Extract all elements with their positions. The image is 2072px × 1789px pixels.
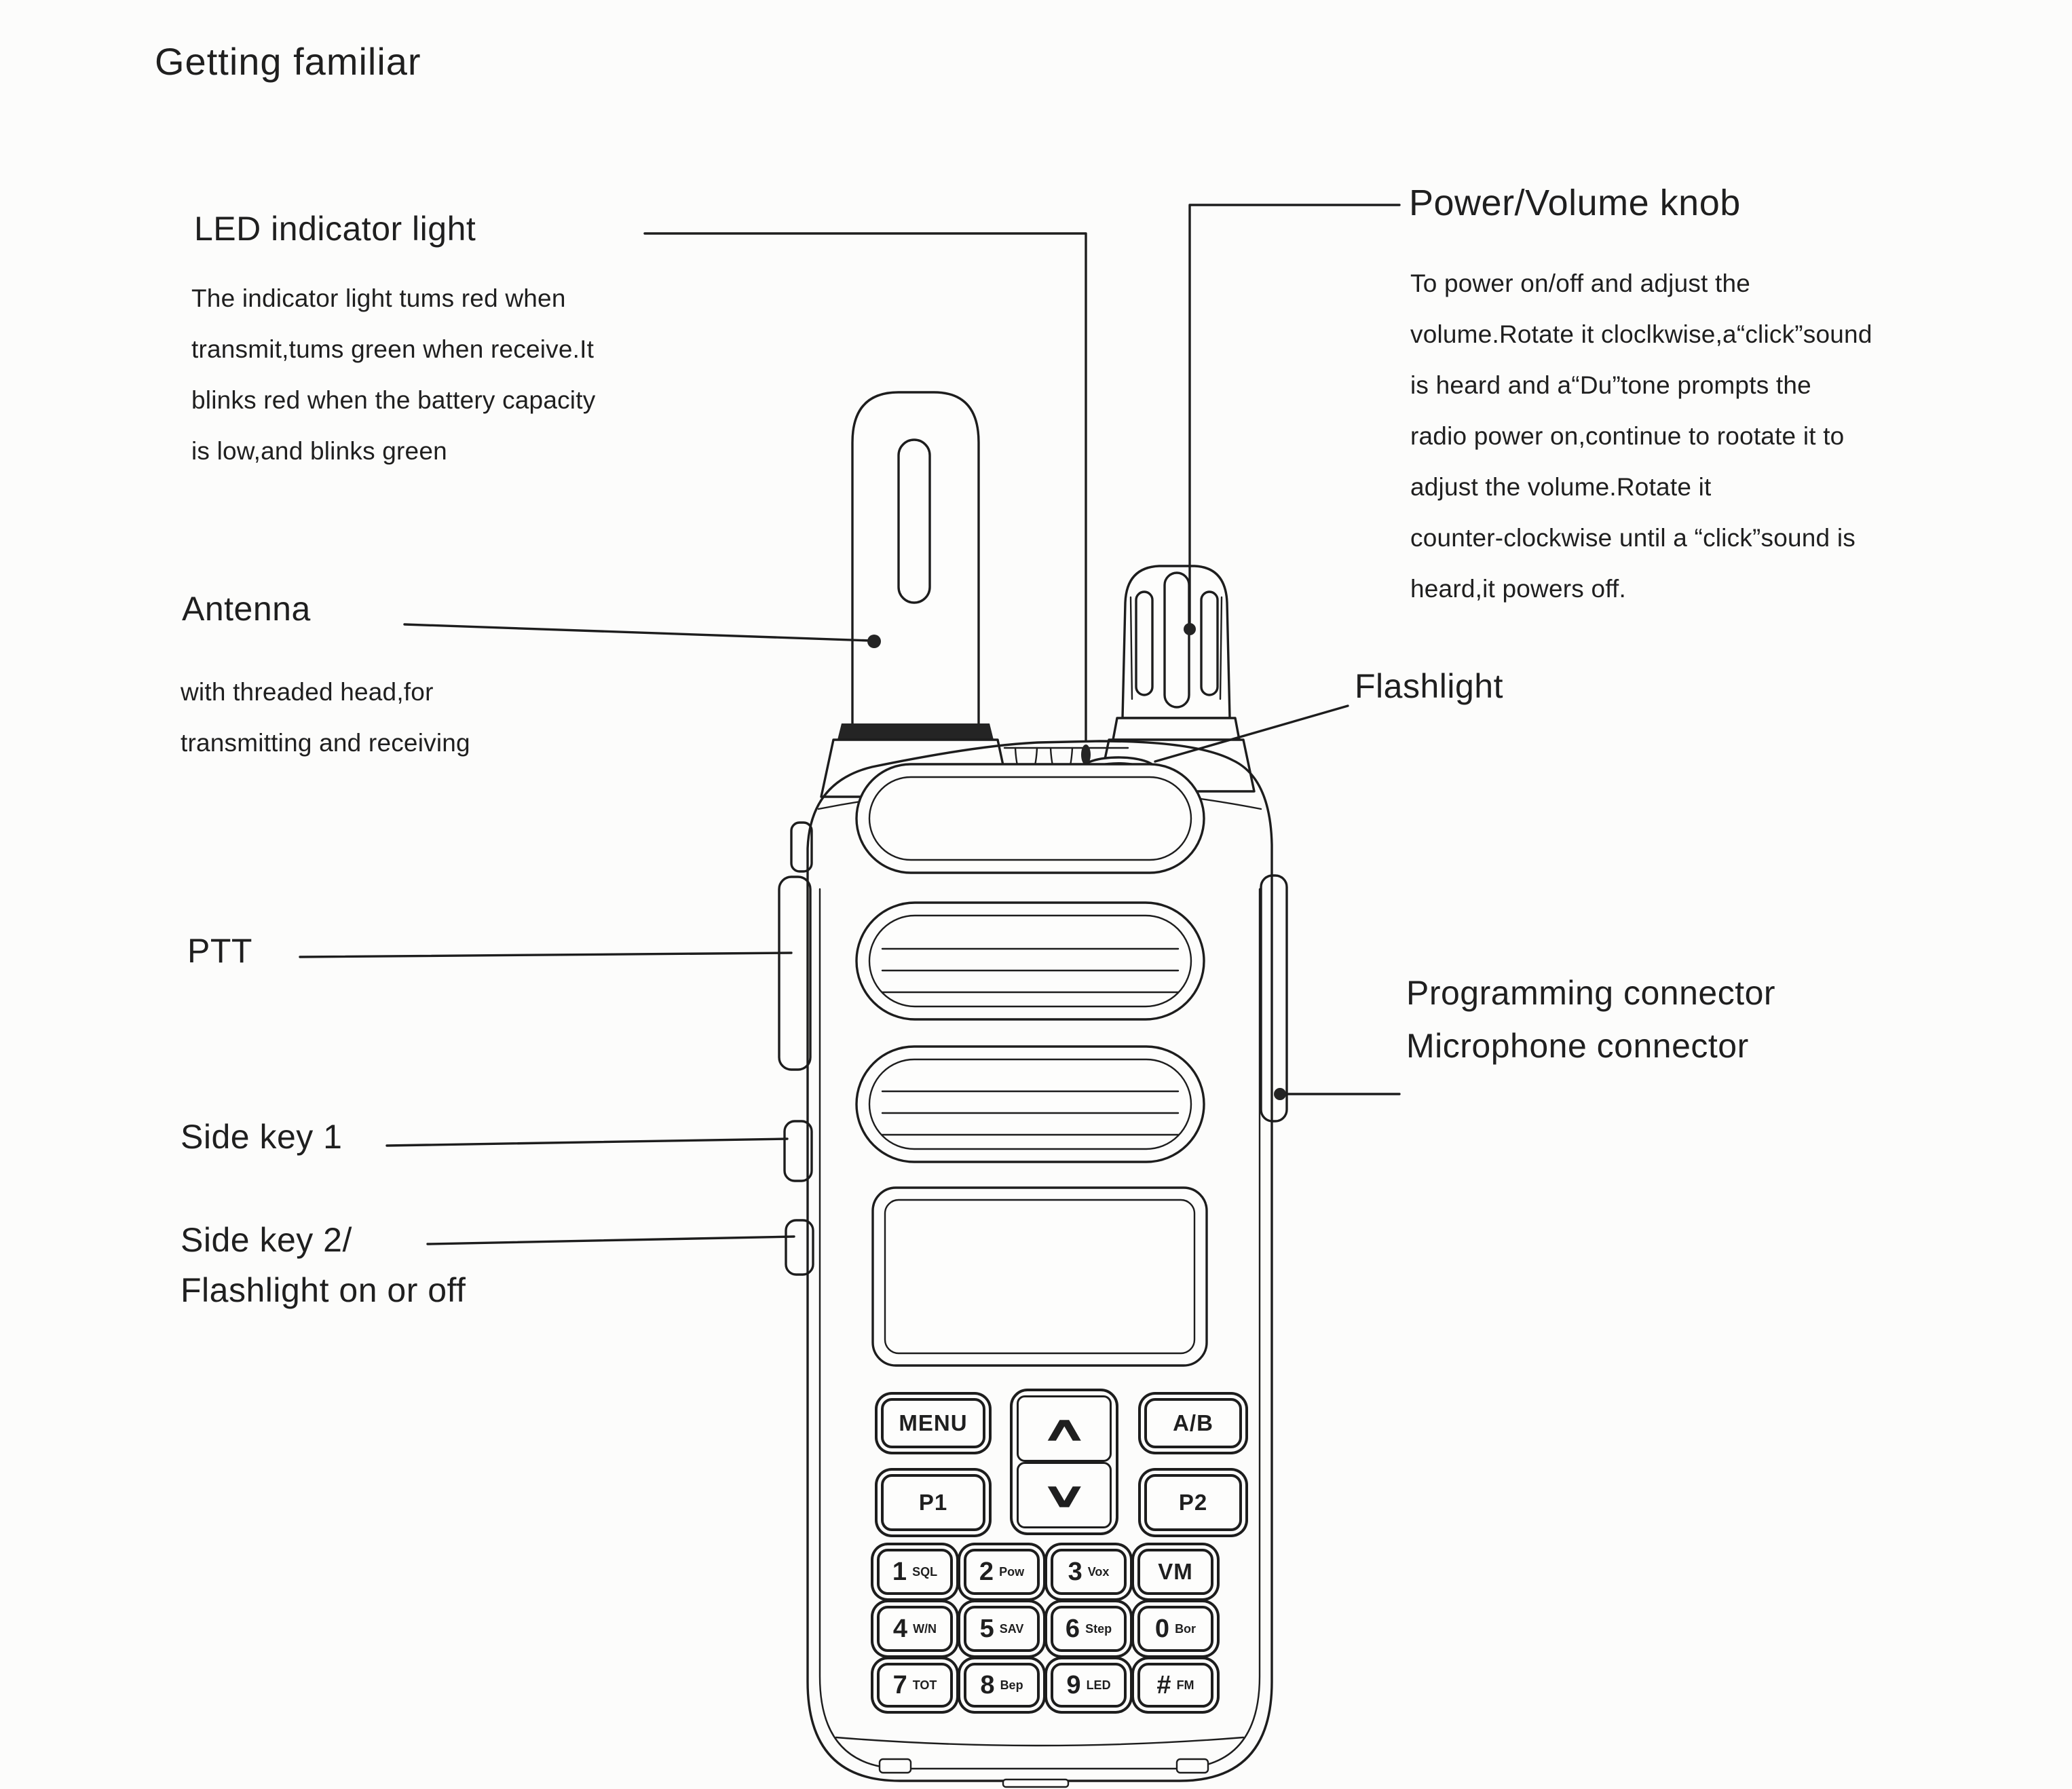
key-menu-label: MENU [899,1410,968,1435]
rocker-frame: ∧ ∨ [1010,1389,1118,1535]
power-leader-line [1188,204,1401,624]
key-vm: VM [1137,1549,1213,1595]
side-key-1-button [783,1120,813,1182]
antenna-leader-line [403,623,873,642]
side-key-1-leader-line [385,1137,789,1147]
power-knob-label: Power/Volume knob [1409,183,1741,223]
display-screen [871,1186,1208,1367]
flashlight-leader-line [1154,704,1349,763]
bottom-details [835,1736,1245,1788]
side-key-1-label: Side key 1 [181,1118,343,1156]
side-key-2-button [785,1219,814,1276]
antenna-description: with threaded head,for transmitting and … [181,678,470,757]
key-p1: P1 [881,1474,985,1531]
led-description: The indicator light tums red when transm… [191,284,596,465]
led-label: LED indicator light [194,210,476,248]
ptt-button [778,875,812,1071]
antenna-drawing [820,391,1011,798]
chevron-up-icon: ∧ [1040,1410,1088,1448]
key-ab-label: A/B [1173,1410,1213,1435]
leader-lines [299,204,1401,1245]
speaker-grille [855,763,1205,1163]
key-down: ∨ [1017,1462,1112,1528]
key-ab: A/B [1144,1398,1242,1448]
ptt-label: PTT [187,932,252,970]
key-menu: MENU [881,1398,985,1448]
side-buttons-drawing [778,821,814,1276]
power-knob-description: To power on/off and adjust the volume.Ro… [1410,269,1872,603]
connector-cover [1260,874,1288,1123]
flashlight-label: Flashlight [1355,667,1503,705]
led-leader-line [643,232,1087,741]
antenna-label: Antenna [182,590,311,628]
page-title: Getting familiar [155,40,421,83]
key-up: ∧ [1017,1395,1112,1462]
key-p2-label: P2 [1178,1490,1208,1515]
side-key-2-label: Side key 2/ Flashlight on or off [181,1221,466,1309]
key-p1-label: P1 [918,1490,948,1515]
key-p2: P2 [1144,1474,1242,1531]
key-hash: #FM [1137,1663,1213,1708]
power-knob-drawing [1097,565,1256,793]
chevron-down-icon: ∨ [1040,1476,1088,1514]
connectors-label: Programming connector Microphone connect… [1406,974,1776,1065]
led-dot [1081,745,1091,765]
side-key-2-leader-line [426,1235,795,1245]
ptt-leader-line [299,952,793,958]
